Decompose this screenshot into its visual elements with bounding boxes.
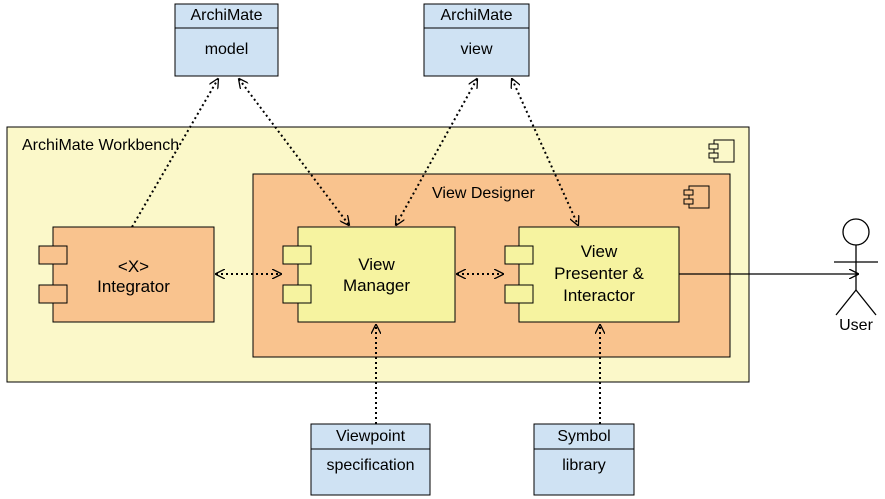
archimate-view-title: ArchiMate xyxy=(440,7,513,24)
viewpoint-title: Viewpoint xyxy=(335,428,406,445)
user-label: User xyxy=(839,317,873,334)
view-manager-component xyxy=(282,226,456,323)
view-presenter-component xyxy=(504,226,680,323)
archimate-view-artifact xyxy=(423,3,530,77)
viewpoint-spec-artifact xyxy=(310,423,431,496)
workbench-component-icon xyxy=(708,139,735,163)
symbol-subtitle: library xyxy=(562,457,606,474)
view-manager-line2: Manager xyxy=(342,276,411,295)
symbol-library-artifact xyxy=(533,423,635,496)
integrator-to-model-link xyxy=(131,79,218,228)
integrator-line1: <X> xyxy=(117,257,150,276)
archimate-model-subtitle: model xyxy=(204,41,249,58)
view-presenter-line1: View xyxy=(580,242,618,261)
user-actor-icon xyxy=(834,218,878,316)
view-presenter-line3: Interactor xyxy=(563,286,635,305)
model-to-view-manager-link xyxy=(239,79,349,225)
view-manager-line1: View xyxy=(358,255,395,274)
symbol-title: Symbol xyxy=(557,428,611,445)
view-designer-label: View Designer xyxy=(432,185,535,202)
archimate-model-title: ArchiMate xyxy=(190,7,263,24)
archimate-view-subtitle: view xyxy=(460,41,493,58)
view-presenter-line2: Presenter & xyxy=(554,264,644,283)
view-to-presenter-link xyxy=(512,79,578,225)
integrator-component xyxy=(38,226,215,323)
integrator-line2: Integrator xyxy=(97,277,170,296)
viewpoint-subtitle: specification xyxy=(326,457,415,474)
view-designer-component-icon xyxy=(683,185,710,209)
workbench-label: ArchiMate Workbench xyxy=(22,137,180,154)
archimate-model-artifact xyxy=(174,3,279,77)
